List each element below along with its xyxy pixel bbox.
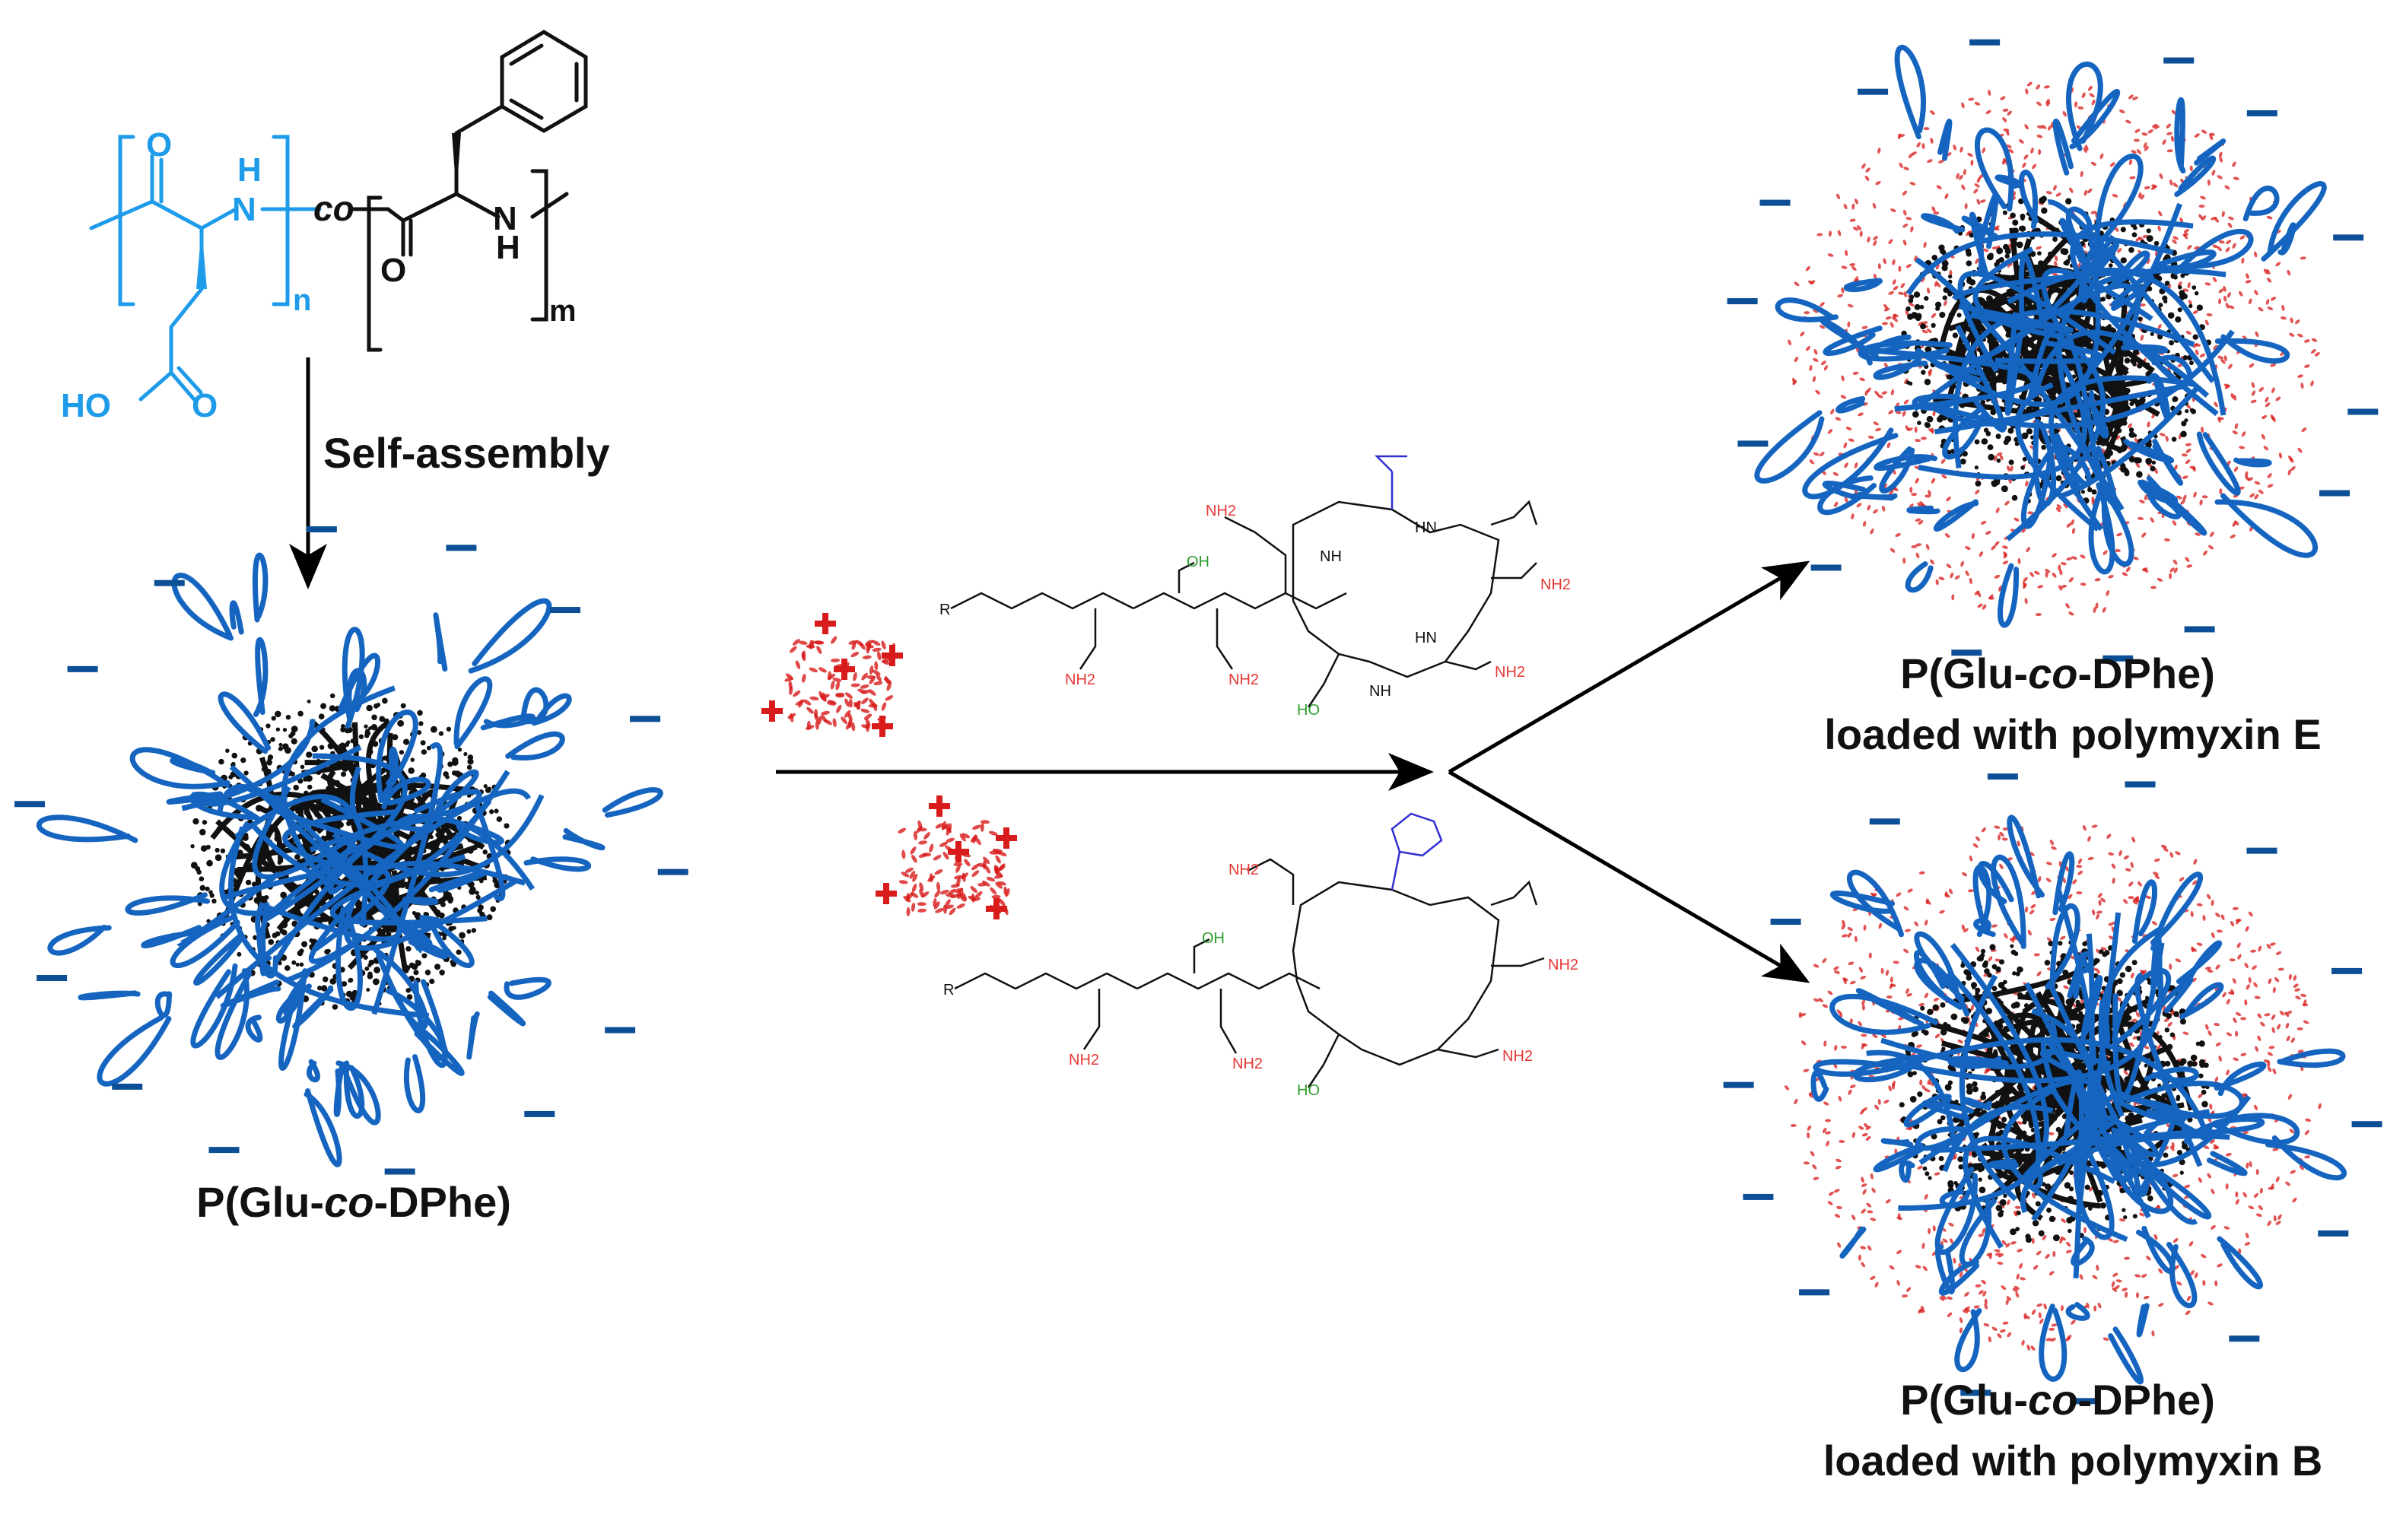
atom-n2: N: [493, 200, 517, 237]
negative-charges: [1727, 39, 2379, 662]
svg-text:NH2: NH2: [1232, 1056, 1263, 1072]
svg-text:NH2: NH2: [1228, 672, 1259, 688]
svg-text:HO: HO: [1297, 1082, 1320, 1099]
atom-ho: HO: [61, 387, 111, 424]
monomer-structure: O H N HO O n co: [61, 30, 588, 424]
svg-text:NH2: NH2: [1065, 672, 1095, 688]
atom-o2: O: [192, 387, 218, 424]
polymer-loops: [36, 552, 663, 1167]
svg-text:HO: HO: [1297, 702, 1320, 719]
polymyxin-b-structure: [954, 812, 1545, 1088]
negative-charges: [1723, 773, 2382, 1405]
atom-o1: O: [146, 126, 172, 164]
svg-text:NH: NH: [1320, 548, 1342, 565]
svg-text:HN: HN: [1415, 630, 1437, 646]
svg-text:OH: OH: [1202, 930, 1225, 947]
svg-text:R: R: [939, 602, 950, 618]
svg-text:NH2: NH2: [1548, 957, 1578, 973]
svg-text:OH: OH: [1187, 554, 1209, 570]
svg-text:NH2: NH2: [1069, 1052, 1099, 1068]
svg-text:NH2: NH2: [1206, 503, 1236, 519]
atom-o3: O: [380, 252, 406, 289]
drug-cluster-polymyxin-e: [761, 613, 903, 737]
drug-cluster-polymyxin-b: [876, 795, 1017, 919]
polymer-loops: [1810, 814, 2347, 1385]
atom-h1: H: [237, 151, 262, 189]
subscript-m: m: [549, 294, 577, 328]
branch-arrow-bottom: [1448, 770, 1810, 983]
polymyxin-e-structure: [950, 455, 1538, 708]
micelle-loaded-polymyxin-b: [1723, 773, 2382, 1405]
svg-text:NH: NH: [1369, 683, 1391, 700]
micelle-left-label: P(Glu-co-DPhe): [196, 1178, 511, 1226]
micelle-empty: [14, 526, 688, 1175]
polymyxin-e-labels: NH2 OH NH2 NH2 NH2 NH2 HO R NH HN HN NH: [939, 503, 1571, 719]
micelle-top-label-1: P(Glu-co-DPhe): [1900, 649, 2215, 697]
polymyxin-b-labels: NH2 OH NH2 NH2 NH2 NH2 HO R: [943, 862, 1578, 1099]
branch-arrow-top: [1448, 560, 1810, 774]
subscript-n: n: [293, 284, 311, 317]
micelle-bottom-label-2: loaded with polymyxin B: [1823, 1437, 2323, 1484]
svg-text:HN: HN: [1415, 519, 1437, 536]
svg-text:NH2: NH2: [1495, 664, 1525, 681]
atom-n1: N: [232, 191, 256, 228]
step-label: Self-assembly: [323, 429, 610, 477]
micelle-loaded-polymyxin-e: [1727, 39, 2379, 662]
micelle-top-label-2: loaded with polymyxin E: [1824, 710, 2321, 758]
svg-text:NH2: NH2: [1502, 1048, 1533, 1065]
svg-text:R: R: [943, 982, 954, 999]
svg-text:NH2: NH2: [1228, 862, 1259, 878]
negative-charges: [14, 526, 688, 1175]
polymer-loops: [1754, 44, 2327, 628]
atom-h2: H: [496, 229, 520, 266]
micelle-bottom-label-1: P(Glu-co-DPhe): [1900, 1376, 2215, 1424]
copolymer-co: co: [313, 189, 354, 228]
svg-text:NH2: NH2: [1540, 576, 1571, 593]
